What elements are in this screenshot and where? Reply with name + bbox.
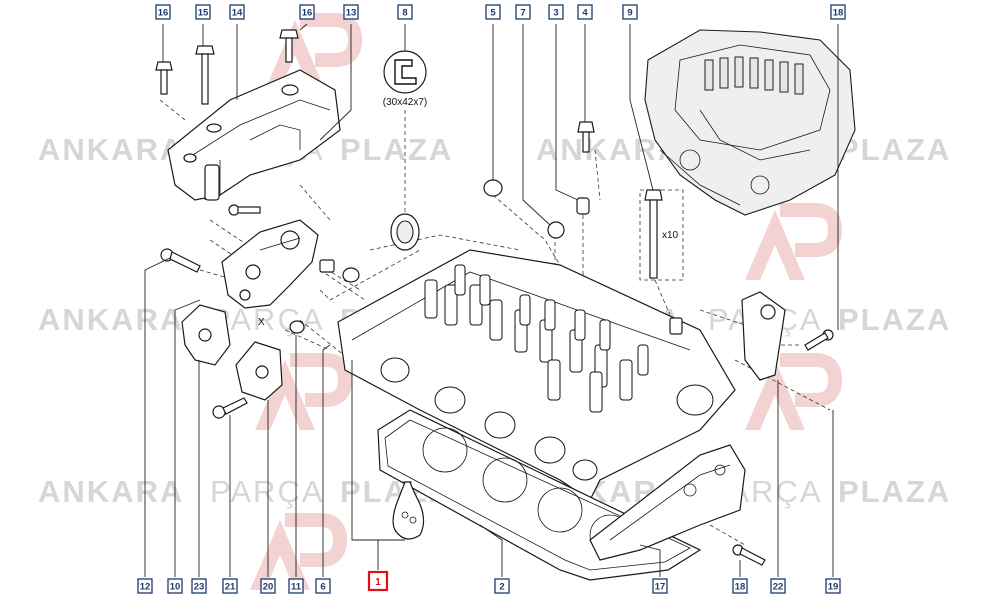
bolt-9	[644, 189, 663, 279]
svg-text:2: 2	[499, 582, 504, 593]
callout-4: 4	[577, 4, 593, 20]
callout-3: 3	[548, 4, 564, 20]
part-nut-5	[483, 179, 503, 197]
callout-18-top: 18	[830, 4, 846, 20]
callout-5: 5	[485, 4, 501, 20]
part-dowel-6	[319, 259, 335, 273]
svg-text:7: 7	[520, 8, 525, 19]
watermark-logos	[250, 13, 843, 590]
svg-text:11: 11	[291, 582, 302, 593]
watermark-logo-icon	[250, 513, 348, 590]
svg-text:ANKARA: ANKARA	[38, 474, 184, 509]
svg-text:13: 13	[346, 8, 357, 19]
callout-21: 21	[222, 578, 238, 594]
marker-x-label: X	[258, 317, 265, 328]
engine-thumbnail	[644, 29, 856, 216]
svg-text:PARÇA: PARÇA	[210, 302, 325, 337]
bolt-21	[212, 397, 248, 419]
part-plug	[342, 267, 360, 283]
svg-text:PLAZA: PLAZA	[340, 132, 453, 167]
part-dowel-3	[576, 197, 590, 215]
part-bracket-20	[235, 341, 283, 401]
callout-6: 6	[315, 578, 331, 594]
seal-detail-icon	[383, 50, 427, 94]
part-lower-plate	[589, 444, 746, 561]
callout-2: 2	[494, 578, 510, 594]
seal-size-label: (30x42x7)	[383, 97, 427, 108]
svg-text:20: 20	[263, 582, 274, 593]
watermark-logo-icon	[255, 353, 353, 430]
svg-text:12: 12	[140, 582, 151, 593]
callout-17: 17	[652, 578, 668, 594]
part-nut-11	[289, 320, 305, 334]
callout-12: 12	[137, 578, 153, 594]
bolt-15	[195, 45, 215, 105]
svg-text:8: 8	[402, 8, 407, 19]
svg-text:9: 9	[627, 8, 632, 19]
callout-20: 20	[260, 578, 276, 594]
svg-text:18: 18	[833, 8, 844, 19]
svg-text:15: 15	[198, 8, 209, 19]
svg-text:PARÇA: PARÇA	[210, 474, 325, 509]
part-oil-seal	[390, 213, 420, 251]
svg-text:21: 21	[225, 582, 236, 593]
callout-7: 7	[515, 4, 531, 20]
svg-text:16: 16	[302, 8, 313, 19]
svg-text:PLAZA: PLAZA	[838, 132, 951, 167]
callout-13: 13	[343, 4, 359, 20]
svg-text:3: 3	[553, 8, 558, 19]
part-lifting-eye	[741, 291, 786, 381]
bolt-16-left	[155, 61, 173, 95]
bolt-18-bottom	[732, 544, 766, 566]
part-timing-bracket	[221, 219, 319, 309]
svg-text:6: 6	[320, 582, 325, 593]
part-pin	[669, 317, 683, 335]
part-cylinder-head	[337, 249, 736, 501]
svg-text:17: 17	[655, 582, 666, 593]
svg-text:ANKARA: ANKARA	[38, 132, 184, 167]
callout-19: 19	[825, 578, 841, 594]
callout-16-top-right: 16	[299, 4, 315, 20]
svg-text:14: 14	[232, 8, 243, 19]
bolt-16-right	[279, 29, 299, 63]
part-engine-mount-bracket	[167, 69, 341, 201]
leader-lines	[144, 23, 839, 577]
part-cap-7	[547, 221, 565, 239]
watermark-logo-icon	[745, 353, 843, 430]
bolt-18-right	[804, 329, 834, 351]
svg-text:4: 4	[582, 8, 588, 19]
callout-22: 22	[770, 578, 786, 594]
bolt-12	[160, 248, 201, 273]
callout-18-bottom: 18	[732, 578, 748, 594]
callout-23: 23	[191, 578, 207, 594]
svg-text:19: 19	[828, 582, 839, 593]
callout-10: 10	[167, 578, 183, 594]
svg-text:1: 1	[375, 577, 381, 588]
bolt-4	[577, 121, 595, 153]
svg-text:5: 5	[490, 8, 496, 19]
watermark-logo-icon	[745, 203, 843, 280]
svg-text:23: 23	[194, 582, 205, 593]
svg-text:18: 18	[735, 582, 746, 593]
callout-8: 8	[397, 4, 413, 20]
callout-9: 9	[622, 4, 638, 20]
svg-text:16: 16	[158, 8, 169, 19]
svg-text:22: 22	[773, 582, 784, 593]
callout-15: 15	[195, 4, 211, 20]
callout-11: 11	[288, 578, 304, 594]
callout-14: 14	[229, 4, 245, 20]
watermark-logo-icon	[265, 13, 363, 90]
svg-text:ANKARA: ANKARA	[38, 302, 184, 337]
bolt-13a	[228, 204, 261, 216]
bag-icon	[392, 481, 425, 540]
bolt-quantity-label: x10	[662, 230, 679, 241]
valve-springs	[424, 264, 649, 413]
svg-text:PLAZA: PLAZA	[838, 302, 951, 337]
callout-16-top-left: 16	[155, 4, 171, 20]
svg-text:PLAZA: PLAZA	[838, 474, 951, 509]
svg-text:10: 10	[170, 582, 181, 593]
callout-1-highlighted: 1	[367, 570, 389, 592]
part-bracket-10	[181, 304, 231, 366]
